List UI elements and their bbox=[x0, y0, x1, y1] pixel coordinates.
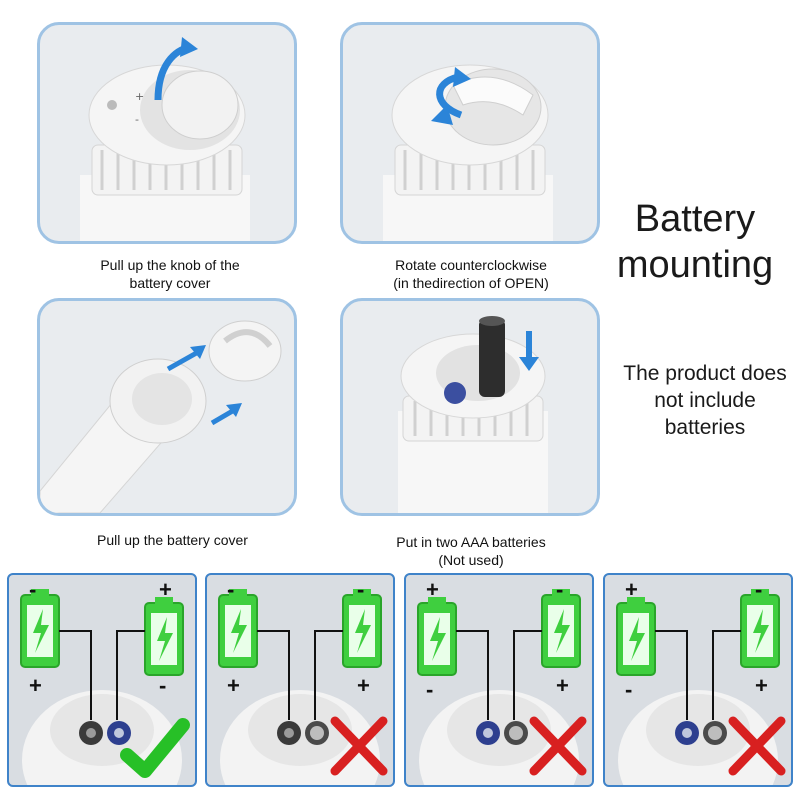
check-icon bbox=[120, 718, 190, 778]
step3-image bbox=[37, 298, 297, 516]
right-battery-bottom-sign: - bbox=[159, 673, 167, 698]
step3-caption: Pull up the battery cover bbox=[97, 532, 248, 548]
polarity-diagram-3: + - - + bbox=[404, 573, 594, 787]
polarity-diagram-4: + - - + bbox=[603, 573, 793, 787]
right-battery-top-sign: - bbox=[755, 577, 763, 602]
device-rotate-illustration bbox=[383, 64, 553, 241]
step4-image bbox=[340, 298, 600, 516]
right-battery-bottom-sign: + bbox=[755, 673, 768, 698]
left-battery-top-sign: - bbox=[29, 577, 37, 602]
device-top-illustration: + - bbox=[80, 37, 250, 241]
step2-caption: Rotate counterclockwise(in thedirection … bbox=[393, 257, 549, 291]
svg-text:-: - bbox=[135, 113, 139, 126]
left-battery-top-sign: + bbox=[426, 577, 439, 602]
device-cover-off-illustration bbox=[40, 320, 282, 513]
cross-icon bbox=[529, 716, 587, 776]
step1-image: + - bbox=[37, 22, 297, 244]
left-battery-bottom-sign: + bbox=[227, 673, 240, 698]
cross-icon bbox=[728, 716, 786, 776]
polarity-diagram-1: - + + - bbox=[7, 573, 197, 787]
left-battery-bottom-sign: + bbox=[29, 673, 42, 698]
right-battery-top-sign: - bbox=[357, 577, 365, 602]
step2-image bbox=[340, 22, 600, 244]
svg-text:+: + bbox=[135, 90, 144, 103]
left-battery-top-sign: - bbox=[227, 577, 235, 602]
device-insert-battery-illustration bbox=[398, 316, 548, 513]
cross-icon bbox=[330, 716, 388, 776]
left-battery-top-sign: + bbox=[625, 577, 638, 602]
right-battery-bottom-sign: + bbox=[556, 673, 569, 698]
right-battery-bottom-sign: + bbox=[357, 673, 370, 698]
right-battery-top-sign: - bbox=[556, 577, 564, 602]
step4-caption: Put in two AAA batteries(Not used) bbox=[396, 534, 546, 568]
left-battery-bottom-sign: - bbox=[426, 677, 434, 702]
right-battery-top-sign: + bbox=[159, 577, 172, 602]
polarity-diagram-2: - - + + bbox=[205, 573, 395, 787]
left-battery-bottom-sign: - bbox=[625, 677, 633, 702]
